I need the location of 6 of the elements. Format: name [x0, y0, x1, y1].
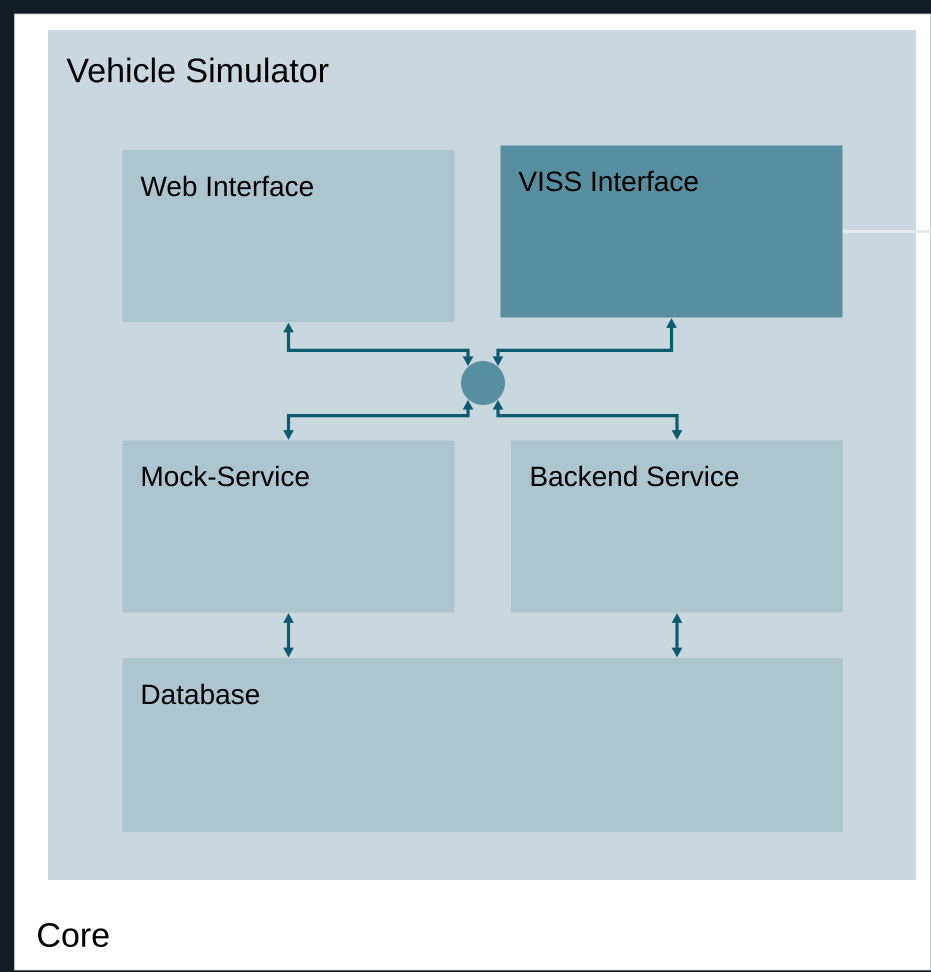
- hub-circle: [461, 361, 505, 405]
- component-box: Mock-Service: [122, 440, 454, 612]
- component-box: Web Interface: [122, 150, 454, 322]
- component-box: Backend Service: [511, 440, 843, 612]
- component-box: Database: [122, 658, 842, 832]
- component-box: VISS Interface: [500, 146, 842, 318]
